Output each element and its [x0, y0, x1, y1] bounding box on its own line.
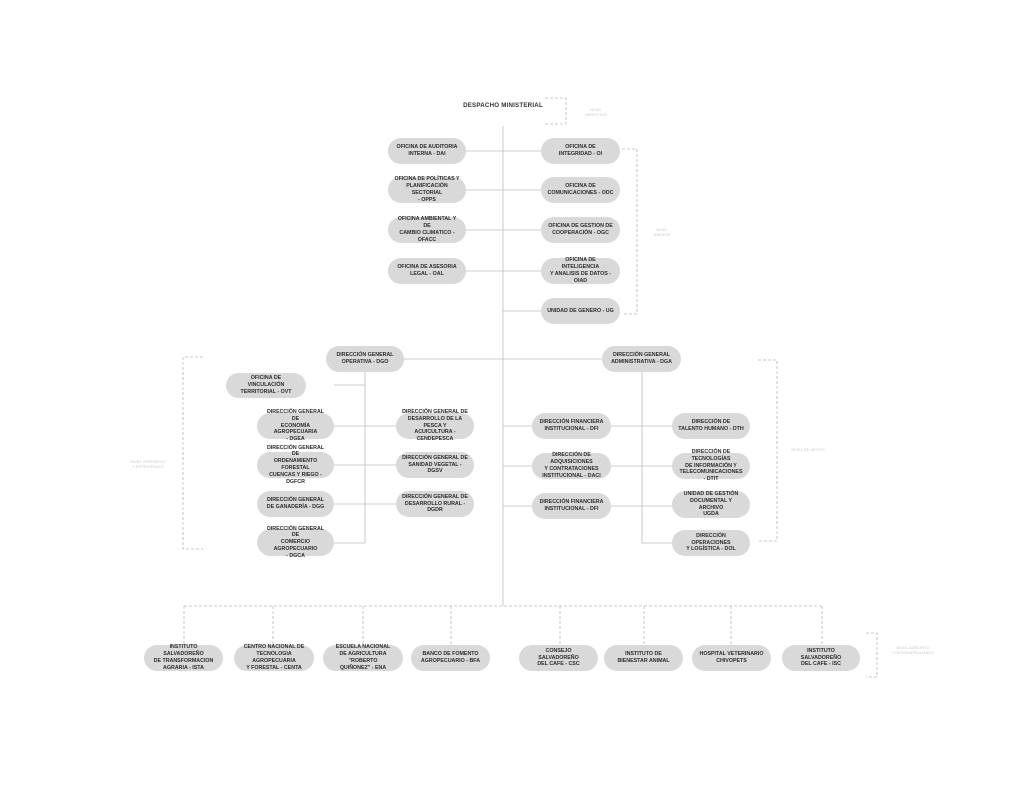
org-node-bfa[interactable]: BANCO DE FOMENTO AGROPECUARIO - BFA [411, 645, 490, 671]
org-node-dgo[interactable]: DIRECCIÓN GENERAL OPERATIVA - DGO [326, 346, 404, 372]
org-node-ema[interactable]: ESCUELA NACIONAL DE AGRICULTURA "ROBERTO… [323, 644, 403, 671]
org-node-dgfcr[interactable]: DIRECCIÓN GENERAL DE ORDENAMIENTO FOREST… [257, 445, 334, 485]
org-node-csc[interactable]: CONSEJO SALVADOREÑO DEL CAFE - CSC [519, 645, 598, 671]
level-label-descentralizado: NIVEL ADSCRITO Y DESCENTRALIZADO [891, 645, 935, 656]
org-node-isc[interactable]: INSTITUTO SALVADOREÑO DEL CAFE - ISC [782, 645, 860, 671]
org-node-dgca[interactable]: DIRECCIÓN GENERAL DE COMERCIO AGROPECUAR… [257, 526, 334, 559]
org-node-dgea[interactable]: DIRECCIÓN GENERAL DE ECONOMÍA AGROPECUAR… [257, 409, 334, 442]
org-node-dgsv[interactable]: DIRECCIÓN GENERAL DE SANIDAD VEGETAL - D… [396, 452, 474, 478]
level-label-asesor: NIVEL ASESOR [653, 227, 671, 238]
org-node-odc[interactable]: OFICINA DE COMUNICACIONES - ODC [541, 177, 620, 203]
org-node-chivopets[interactable]: HOSPITAL VETERINARIO CHIVOPETS [692, 645, 771, 671]
level-label-operativo: NIVEL OPERATIVO Y ESTRATÉGICO [130, 459, 166, 470]
org-node-dgg[interactable]: DIRECCIÓN GENERAL DE GANADERÍA - DGG [257, 491, 334, 517]
org-node-ista[interactable]: INSTITUTO SALVADOREÑO DE TRANSFORMACION … [144, 644, 223, 671]
level-label-apoyo: NIVEL DE APOYO [791, 447, 825, 452]
org-node-dol[interactable]: DIRECCIÓN OPERACIONES Y LOGÍSTICA - DOL [672, 530, 750, 556]
org-node-dth[interactable]: DIRECCIÓN DE TALENTO HUMANO - DTH [672, 413, 750, 439]
org-node-opps[interactable]: OFICINA DE POLÍTICAS Y PLANIFICACIÓN SEC… [388, 176, 466, 203]
org-node-dfi-1[interactable]: DIRECCIÓN FINANCIERA INSTITUCIONAL - DFI [532, 413, 611, 439]
org-node-dfi-2[interactable]: DIRECCIÓN FINANCIERA INSTITUCIONAL - DFI [532, 493, 611, 519]
org-node-dtit[interactable]: DIRECCIÓN DE TECNOLOGÍAS DE INFORMACIÓN … [672, 449, 750, 482]
despacho-ministerial-title: DESPACHO MINISTERIAL [463, 102, 543, 109]
org-node-dai[interactable]: OFICINA DE AUDITORIA INTERNA - DAI [388, 138, 466, 164]
org-node-oiad[interactable]: OFICINA DE INTELIGENCIA Y ANALISIS DE DA… [541, 257, 620, 284]
org-node-cendepesca[interactable]: DIRECCIÓN GENERAL DE DESARROLLO DE LA PE… [396, 409, 474, 442]
org-node-ofacc[interactable]: OFICINA AMBIENTAL Y DE CAMBIO CLIMATICO … [388, 216, 466, 243]
org-node-ogc[interactable]: OFICINA DE GESTION DE COOPERACIÓN - OGC [541, 217, 620, 243]
org-node-dgdr[interactable]: DIRECCIÓN GENERAL DE DESARROLLO RURAL - … [396, 491, 474, 517]
org-node-oal[interactable]: OFICINA DE ASESORIA LEGAL - OAL [388, 258, 466, 284]
org-node-dga[interactable]: DIRECCIÓN GENERAL ADMINISTRATIVA - DGA [602, 346, 681, 372]
org-node-ug[interactable]: UNIDAD DE GENERO - UG [541, 298, 620, 324]
org-node-daci[interactable]: DIRECCIÓN DE ADQUISICIONES Y CONTRATACIO… [532, 452, 611, 479]
org-node-ugda[interactable]: UNIDAD DE GESTIÓN DOCUMENTAL Y ARCHIVO U… [672, 491, 750, 518]
org-node-oi[interactable]: OFICINA DE INTEGRIDAD - OI [541, 138, 620, 164]
org-node-ovt[interactable]: OFICINA DE VINCULACIÓN TERRITORIAL - OVT [226, 373, 306, 398]
org-node-centa[interactable]: CENTRO NACIONAL DE TECNOLOGIA AGROPECUAR… [234, 644, 314, 671]
level-label-directivo: NIVEL DIRECTIVO [585, 107, 607, 118]
org-node-iba[interactable]: INSTITUTO DE BIENESTAR ANIMAL [604, 645, 683, 671]
